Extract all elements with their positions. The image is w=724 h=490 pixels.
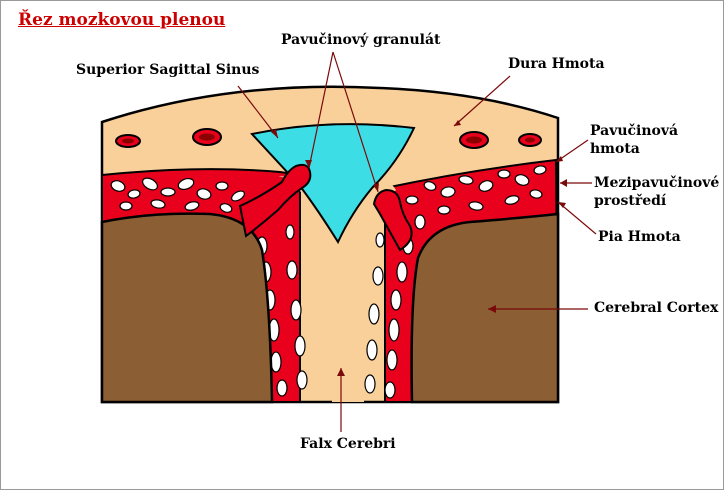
label-pia-mater: Pia Hmota (598, 229, 681, 245)
mesh-cell (119, 201, 133, 211)
label-arachnoid-granulation: Pavučinový granulát (281, 32, 441, 48)
mesh-cell (142, 177, 158, 191)
leader-lines (237, 51, 597, 432)
falx-core (298, 189, 392, 402)
mesh-cell (364, 374, 376, 394)
leader-arrowheads (271, 120, 567, 376)
mesh-cell (372, 266, 384, 286)
mesh-cell (497, 169, 511, 179)
label-cerebral-cortex: Cerebral Cortex (594, 300, 719, 316)
mesh-cell (529, 189, 543, 199)
label-subarachnoid-line2: prostředí (594, 193, 667, 209)
mesh-cell (290, 299, 302, 321)
cerebral-cortex-right (410, 212, 560, 404)
mesh-cell (276, 379, 288, 397)
mesh-cell (423, 181, 437, 191)
mesh-cell (215, 181, 229, 191)
mesh-cell (388, 318, 400, 342)
mesh-cell (177, 177, 195, 191)
mesh-cell (150, 199, 166, 209)
label-subarachnoid-line1: Mezipavučinové (594, 175, 720, 191)
mesh-cell (375, 232, 385, 248)
mesh-cell (396, 261, 408, 283)
dura-vessel-lumens (122, 133, 535, 144)
label-superior-sagittal-sinus: Superior Sagittal Sinus (76, 62, 260, 78)
label-arachnoid-line2: hmota (590, 141, 640, 157)
mesh-cell (270, 351, 282, 373)
mesh-cell (514, 174, 530, 186)
mesh-cell (440, 186, 456, 198)
mesh-cell (390, 289, 402, 311)
mesh-cell (533, 165, 547, 175)
mesh-cell (127, 189, 141, 199)
mesh-cell (231, 190, 245, 202)
mesh-cell (405, 195, 419, 205)
diagram-title: Řez mozkovou plenou (18, 10, 226, 30)
mesh-cell (468, 201, 484, 211)
mesh-cell (414, 214, 426, 230)
mesh-cell (110, 180, 126, 192)
mesh-cell (294, 335, 306, 357)
mesh-cell (384, 381, 396, 399)
mesh-cell (184, 201, 200, 211)
cerebral-cortex-left (100, 212, 274, 404)
mesh-cell (196, 188, 212, 200)
label-falx-cerebri: Falx Cerebri (300, 436, 396, 452)
mesh-left (110, 177, 308, 397)
label-arachnoid-line1: Pavučinová (590, 123, 679, 139)
mesh-cell (386, 349, 398, 371)
label-dura-mater: Dura Hmota (508, 56, 605, 72)
mesh-cell (160, 187, 176, 197)
granulation-left (238, 163, 312, 238)
mesh-cell (219, 203, 233, 213)
mesh-cell (366, 339, 378, 361)
mesh-cell (437, 205, 451, 215)
mesh-cell (296, 370, 308, 390)
mesh-cell (285, 224, 295, 240)
granulation-right (372, 188, 413, 252)
mesh-cell (458, 175, 474, 185)
mesh-cell (504, 195, 520, 205)
mesh-cell (478, 180, 494, 192)
mesh-cell (368, 303, 380, 325)
mesh-cell (286, 260, 298, 280)
mesh-right (364, 165, 547, 399)
